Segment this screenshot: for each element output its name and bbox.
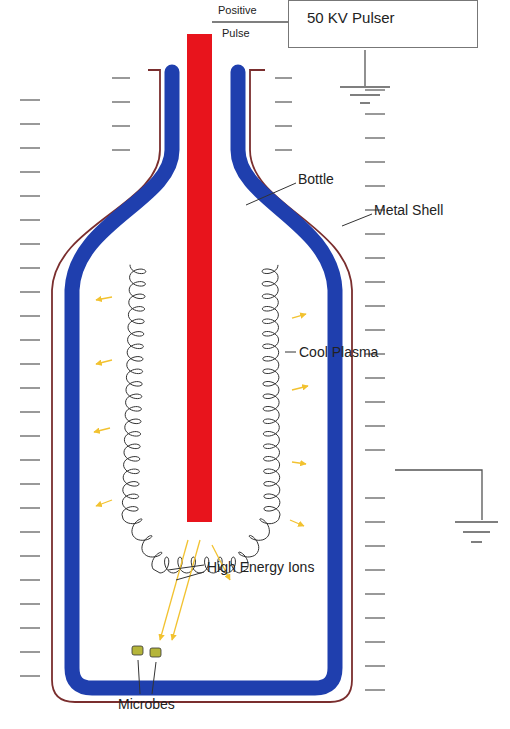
water-dash — [365, 545, 385, 546]
water-dash — [365, 233, 385, 234]
ground-symbol — [340, 87, 390, 103]
water-dash — [365, 137, 385, 138]
leader-lines — [138, 183, 372, 694]
water-dash — [20, 339, 40, 340]
water-dash — [365, 497, 385, 498]
water-dash — [275, 149, 292, 150]
signal-label: Positive — [218, 4, 257, 16]
ion-arrows — [94, 297, 308, 640]
water-dash — [20, 123, 40, 124]
water-dash — [365, 521, 385, 522]
ground-wire — [395, 470, 482, 520]
water-dash — [365, 305, 385, 306]
water-dash — [20, 291, 40, 292]
water-dash — [365, 377, 385, 378]
water-dash — [20, 171, 40, 172]
water-dash — [20, 387, 40, 388]
part-label: High Energy Ions — [207, 560, 314, 575]
water-dash — [20, 555, 40, 556]
signal-label: Pulse — [222, 27, 250, 39]
part-label: Microbes — [118, 697, 175, 712]
water-dash — [365, 617, 385, 618]
water-dash — [365, 425, 385, 426]
water-dash — [20, 603, 40, 604]
water-dash — [20, 147, 40, 148]
water-dash — [275, 101, 292, 102]
part-label: Cool Plasma — [299, 345, 378, 360]
water-dash — [365, 401, 385, 402]
water-dash — [365, 593, 385, 594]
water-dash — [20, 675, 40, 676]
microbes — [132, 646, 161, 657]
water-dash — [365, 257, 385, 258]
water-dash — [365, 161, 385, 162]
pulser-ground-wire — [364, 50, 365, 86]
water-dash — [275, 77, 292, 78]
pulser-label: 50 KV Pulser — [307, 9, 395, 26]
water-dash — [20, 99, 40, 100]
water-dash — [20, 243, 40, 244]
water-dash — [112, 149, 130, 150]
water-dash — [275, 125, 292, 126]
water-dash — [20, 627, 40, 628]
water-dash — [20, 579, 40, 580]
water-dash — [20, 483, 40, 484]
water-dash — [365, 113, 385, 114]
water-dash — [365, 569, 385, 570]
water-dash — [20, 363, 40, 364]
water-dash — [20, 531, 40, 532]
electrode — [187, 34, 212, 522]
water-dash — [20, 411, 40, 412]
water-dash — [112, 101, 130, 102]
water-dash — [20, 435, 40, 436]
water-dash — [365, 641, 385, 642]
ground-symbol — [455, 522, 498, 542]
water-dash — [365, 185, 385, 186]
water-dash — [20, 267, 40, 268]
water-dash — [112, 125, 130, 126]
pulse-wire — [212, 21, 290, 22]
part-label: Bottle — [298, 172, 334, 187]
water-dash — [20, 315, 40, 316]
water-dash — [20, 195, 40, 196]
part-label: Metal Shell — [374, 203, 443, 218]
water-dash — [365, 89, 385, 90]
water-dash — [112, 77, 130, 78]
water-dash — [365, 689, 385, 690]
pulser-box: 50 KV Pulser — [288, 0, 478, 48]
water-dash — [20, 219, 40, 220]
water-dash — [365, 329, 385, 330]
water-dash — [20, 651, 40, 652]
water-dash — [365, 281, 385, 282]
water-dash — [20, 507, 40, 508]
water-dash — [365, 665, 385, 666]
water-dash — [365, 449, 385, 450]
water-dash — [20, 459, 40, 460]
